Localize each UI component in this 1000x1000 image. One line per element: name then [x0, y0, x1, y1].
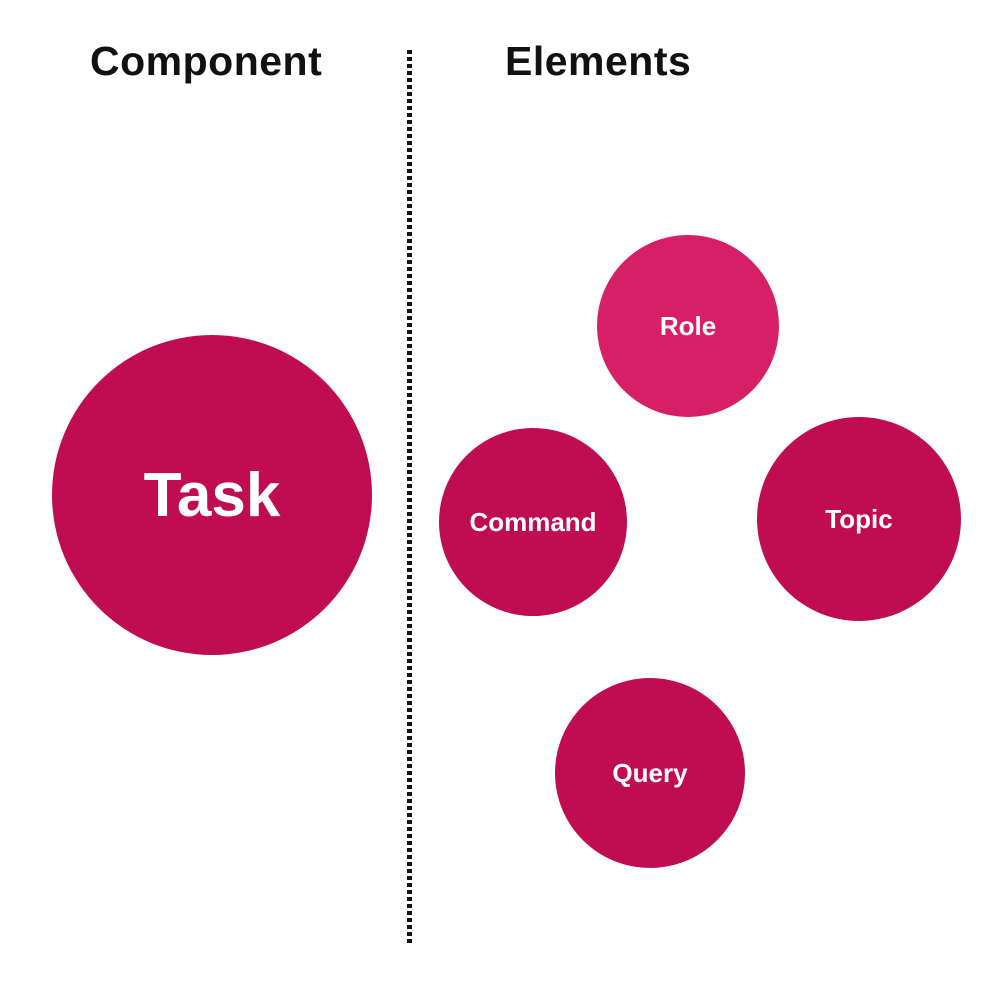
- component-heading: Component: [90, 38, 323, 84]
- command-circle: Command: [439, 428, 627, 616]
- topic-circle: Topic: [757, 417, 961, 621]
- role-circle-label: Role: [659, 310, 717, 341]
- task-circle-label: Task: [143, 460, 281, 530]
- query-circle-label: Query: [612, 757, 688, 788]
- topic-circle-label: Topic: [825, 503, 893, 534]
- elements-heading: Elements: [505, 38, 692, 84]
- query-circle: Query: [555, 678, 745, 868]
- command-circle-label: Command: [469, 506, 597, 537]
- task-circle: Task: [52, 335, 372, 655]
- role-circle: Role: [597, 235, 779, 417]
- dotted-divider-line: [407, 50, 412, 946]
